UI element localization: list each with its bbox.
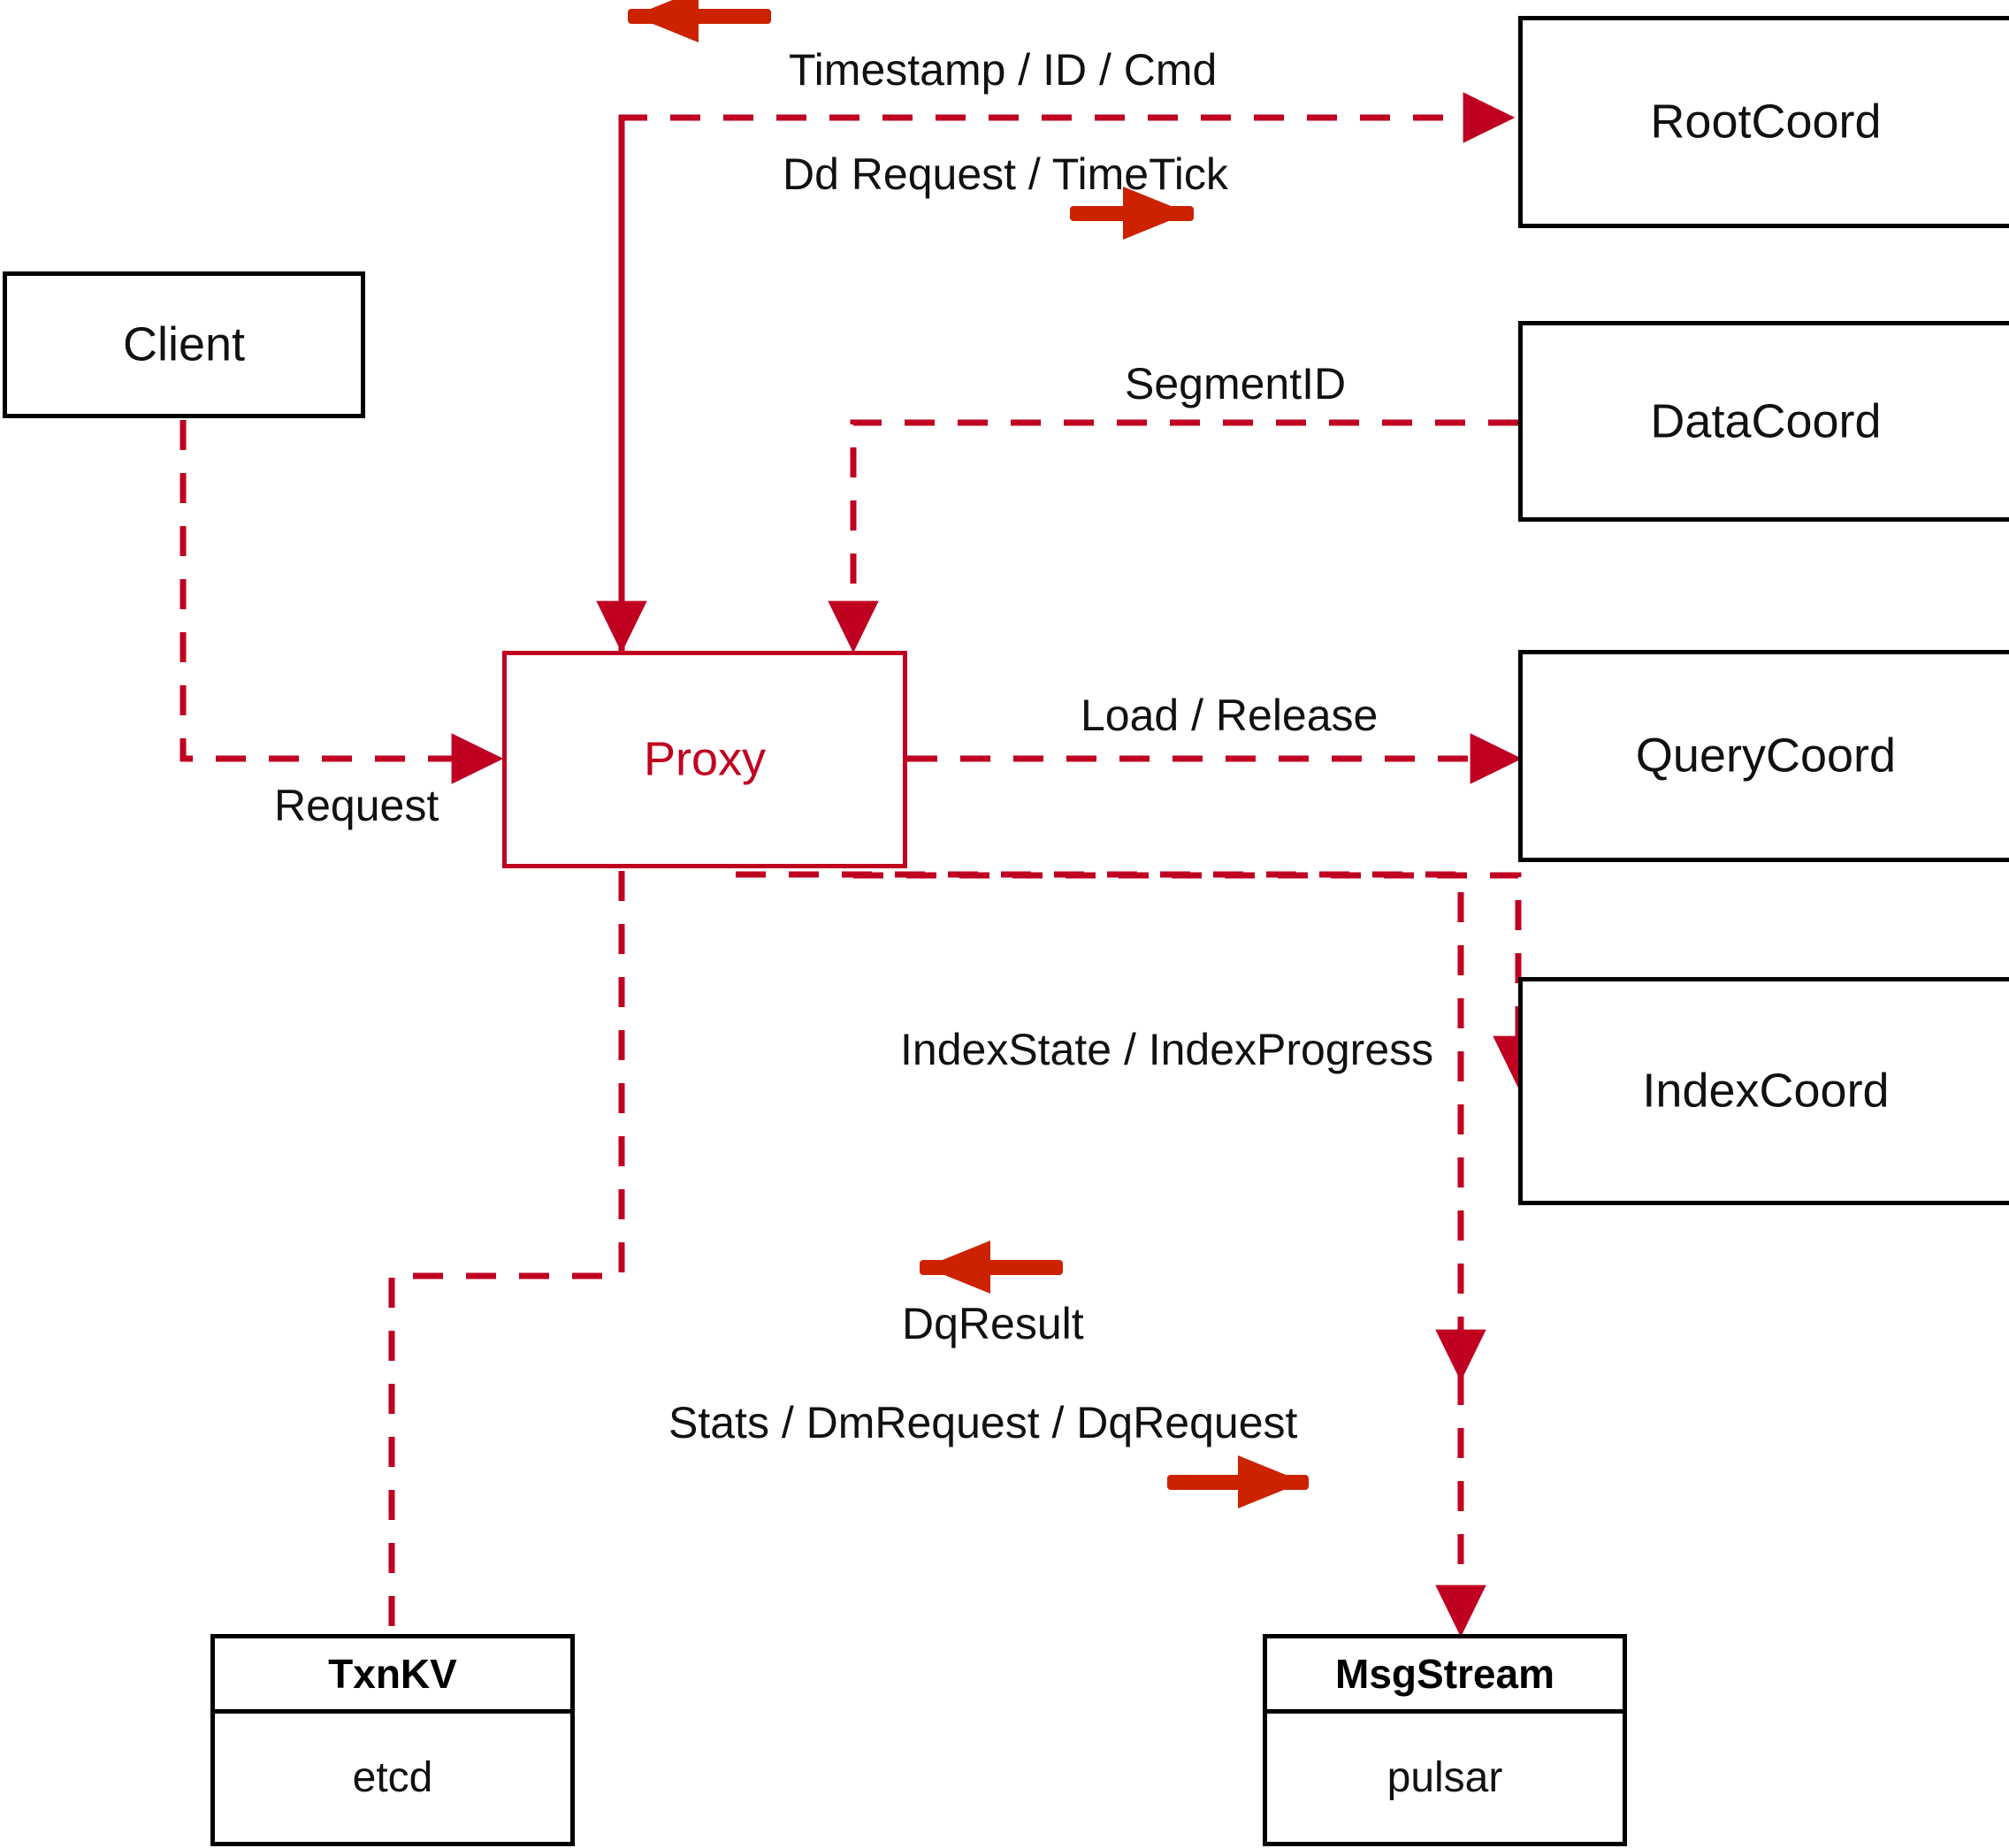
direction-arrow-timestamp-left	[628, 0, 771, 42]
node-msg-stream-header: MsgStream	[1267, 1638, 1623, 1714]
node-root-coord[interactable]: RootCoord	[1518, 16, 2009, 228]
direction-indicator-group	[628, 0, 1309, 1508]
node-proxy-label: Proxy	[643, 732, 767, 786]
edge-dq-result	[736, 871, 1486, 1382]
node-txn-kv-header: TxnKV	[215, 1638, 570, 1714]
edge-label-stats-dm-dq-request: Stats / DmRequest / DqRequest	[668, 1398, 1298, 1447]
node-proxy[interactable]: Proxy	[502, 651, 907, 868]
node-index-coord[interactable]: IndexCoord	[1518, 977, 2009, 1205]
node-txn-kv-body: etcd	[352, 1754, 433, 1801]
edge-request	[180, 420, 504, 784]
node-index-coord-label: IndexCoord	[1642, 1064, 1890, 1118]
edge-segment-id	[828, 419, 1518, 653]
edge-label-timestamp-id-cmd: Timestamp / ID / Cmd	[789, 45, 1218, 95]
direction-arrow-dqresult-left	[920, 1241, 1063, 1294]
node-msg-stream[interactable]: MsgStream pulsar	[1263, 1634, 1627, 1846]
node-msg-stream-body: pulsar	[1386, 1754, 1503, 1801]
direction-arrow-ddrequest-right	[1070, 187, 1194, 240]
direction-arrow-dqrequest-right	[1167, 1455, 1309, 1508]
node-data-coord-label: DataCoord	[1650, 393, 1882, 447]
edge-label-load-release: Load / Release	[1081, 691, 1379, 740]
node-query-coord-label: QueryCoord	[1635, 729, 1897, 783]
edge-label-segment-id: SegmentID	[1125, 359, 1347, 409]
edge-label-index-state-progress: IndexState / IndexProgress	[900, 1025, 1434, 1074]
edge-label-dq-result: DqResult	[902, 1299, 1084, 1348]
node-query-coord[interactable]: QueryCoord	[1518, 650, 2009, 862]
node-data-coord[interactable]: DataCoord	[1518, 321, 2009, 522]
node-root-coord-label: RootCoord	[1650, 95, 1882, 149]
node-txn-kv[interactable]: TxnKV etcd	[210, 1634, 575, 1846]
edge-label-request: Request	[274, 781, 439, 830]
node-client[interactable]: Client	[3, 271, 365, 418]
edge-proxy-txnkv	[388, 871, 625, 1634]
edge-label-dd-request-timetick: Dd Request / TimeTick	[783, 149, 1228, 199]
node-client-label: Client	[122, 317, 246, 371]
